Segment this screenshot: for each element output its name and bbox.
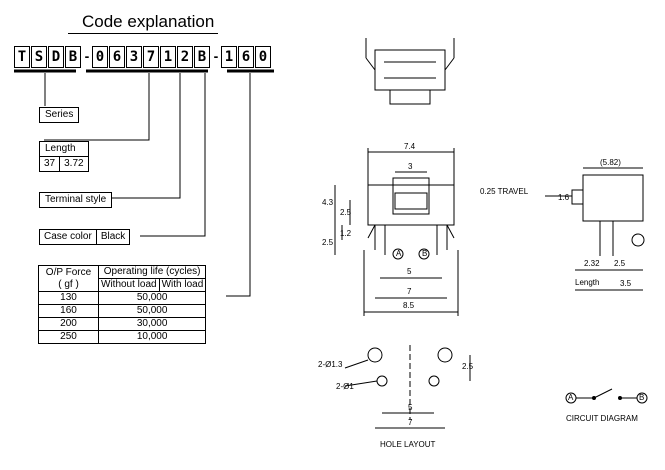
code-boxes: T S D B - 0 6 3 7 1 2 B - 1 6 0 [14, 46, 272, 68]
force-cell: 250 [38, 330, 99, 344]
life-cell: 50,000 [97, 304, 207, 318]
hole-1-label: 2-Ø1 [336, 382, 354, 391]
length-option: 3.72 [64, 158, 84, 169]
op-table: O/P Force ( gf ) Operating life (cycles)… [38, 265, 207, 344]
dim-length: Length [575, 278, 600, 287]
force-cell: 200 [38, 317, 99, 331]
table-header-force: O/P Force ( gf ) [38, 265, 99, 292]
travel-label: 0.25 TRAVEL [480, 187, 529, 196]
dim-5-b: 5 [408, 403, 413, 412]
dim-2-5-a: 2.5 [340, 208, 352, 217]
label-terminal: Terminal style [39, 192, 113, 208]
code-char: 6 [109, 46, 125, 68]
dim-2-5-c: 2.5 [614, 259, 626, 268]
dim-7-4: 7.4 [404, 142, 416, 151]
table-row: 160 50,000 [38, 304, 207, 318]
case-color-value: Black [100, 231, 126, 242]
code-char: T [14, 46, 30, 68]
code-char: D [48, 46, 64, 68]
label-length-options: 37 3.72 [40, 157, 88, 171]
dim-5-82: (5.82) [600, 158, 621, 167]
table-row: 130 50,000 [38, 291, 207, 305]
pin-a-label: A [396, 249, 402, 258]
dim-8-5: 8.5 [403, 301, 415, 310]
table-row: 200 30,000 [38, 317, 207, 331]
table-header-force-unit: ( gf ) [58, 278, 79, 290]
table-header-with: With load [158, 278, 207, 292]
force-cell: 130 [38, 291, 99, 305]
dim-1-6: 1.6 [558, 193, 570, 202]
case-color-title: Case color [40, 230, 97, 244]
code-char: 1 [221, 46, 237, 68]
dim-4-3: 4.3 [322, 198, 334, 207]
circuit-pin-a: A [568, 393, 574, 402]
code-char: 3 [126, 46, 142, 68]
dim-2-5-b: 2.5 [322, 238, 334, 247]
code-char: 0 [92, 46, 108, 68]
dim-3-5: 3.5 [620, 279, 632, 288]
label-series: Series [39, 107, 80, 123]
code-char: 0 [255, 46, 271, 68]
life-cell: 30,000 [97, 317, 207, 331]
code-char: B [65, 46, 81, 68]
pin-b-label: B [422, 249, 428, 258]
code-char: 2 [177, 46, 193, 68]
hole-layout-title: HOLE LAYOUT [380, 440, 436, 449]
code-char: 7 [143, 46, 159, 68]
length-option: 37 [40, 157, 61, 171]
dim-2-5-d: 2.5 [462, 362, 474, 371]
code-char: S [31, 46, 47, 68]
table-header-without: Without load [98, 278, 160, 292]
code-char: 1 [160, 46, 176, 68]
circuit-diagram-title: CIRCUIT DIAGRAM [566, 414, 638, 423]
title-underline [68, 33, 218, 34]
code-dash: - [84, 48, 90, 64]
table-row: 250 10,000 [38, 330, 207, 344]
table-header-life: Operating life (cycles) [97, 265, 207, 279]
dim-7-b: 7 [408, 418, 413, 427]
code-char: B [194, 46, 210, 68]
force-cell: 160 [38, 304, 99, 318]
dim-2-32: 2.32 [584, 259, 600, 268]
dim-5: 5 [407, 267, 412, 276]
code-char: 6 [238, 46, 254, 68]
dim-7: 7 [407, 287, 412, 296]
life-cell: 50,000 [97, 291, 207, 305]
circuit-pin-b: B [639, 393, 645, 402]
page-title: Code explanation [82, 12, 215, 31]
life-cell: 10,000 [97, 330, 207, 344]
code-dash: - [213, 48, 219, 64]
label-length: Length 37 3.72 [39, 141, 89, 172]
hole-1-3-label: 2-Ø1.3 [318, 360, 343, 369]
label-case-color: Case color Black [39, 229, 131, 245]
label-length-title: Length [40, 142, 88, 157]
dim-3: 3 [408, 162, 413, 171]
table-header-force-label: O/P Force [45, 266, 92, 278]
dim-1-2: 1.2 [340, 229, 352, 238]
